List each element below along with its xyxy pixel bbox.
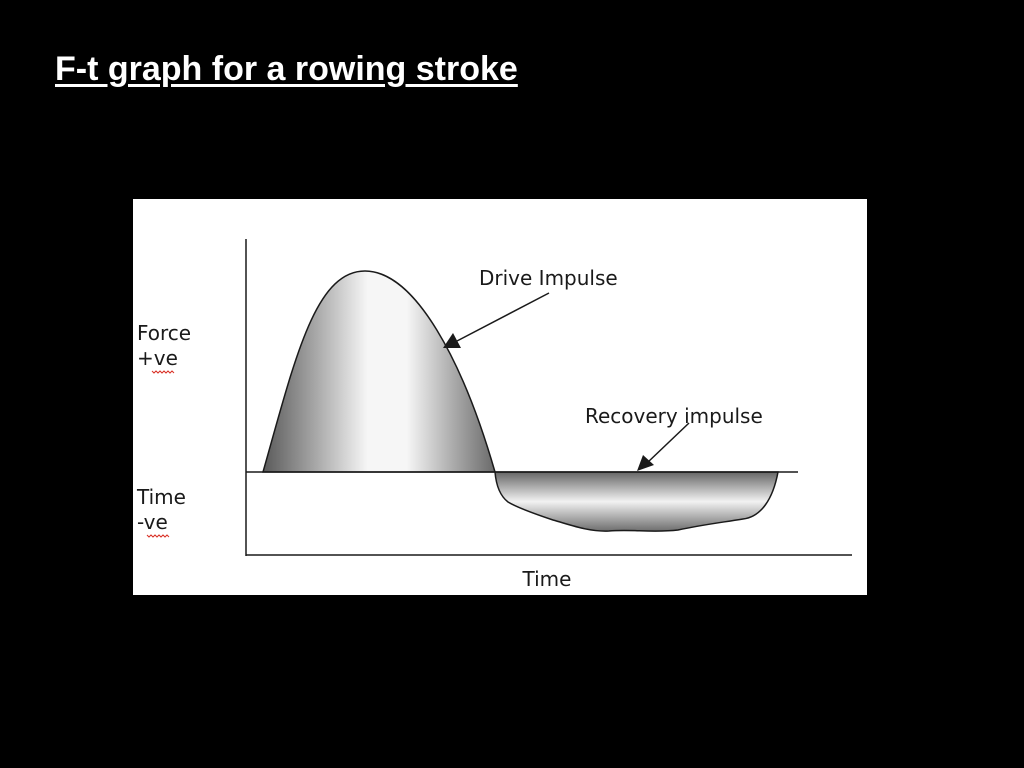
positive-label: +ve bbox=[137, 346, 178, 370]
time-negative-label: Time bbox=[136, 485, 186, 509]
drive-impulse-area bbox=[262, 270, 496, 473]
recovery-impulse-label: Recovery impulse bbox=[585, 404, 763, 428]
drive-impulse-label: Drive Impulse bbox=[479, 266, 618, 290]
negative-label: -ve bbox=[137, 510, 168, 534]
recovery-impulse-arrow-line bbox=[646, 422, 690, 464]
drive-impulse-arrowhead bbox=[443, 333, 461, 348]
drive-impulse-arrow-line bbox=[456, 292, 550, 342]
ft-graph-figure: Force +ve Time -ve Time Drive Impulse Re… bbox=[133, 199, 867, 595]
spellcheck-squiggle bbox=[146, 534, 170, 538]
recovery-impulse-area bbox=[494, 471, 779, 532]
ft-graph-svg: Force +ve Time -ve Time Drive Impulse Re… bbox=[136, 239, 852, 591]
slide-title: F-t graph for a rowing stroke bbox=[55, 50, 518, 88]
force-label: Force bbox=[137, 321, 191, 345]
x-axis-label: Time bbox=[522, 567, 572, 591]
recovery-impulse-arrowhead bbox=[637, 455, 654, 471]
spellcheck-squiggle bbox=[151, 370, 175, 374]
